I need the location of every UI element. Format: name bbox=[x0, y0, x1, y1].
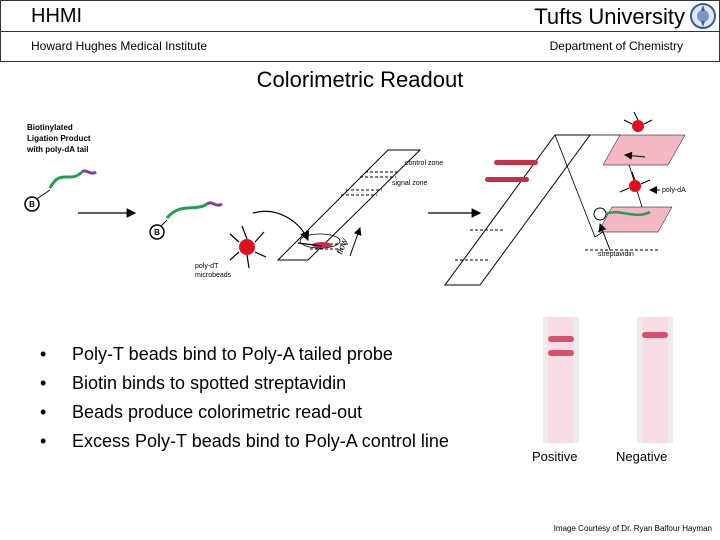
image-credit: Image Courtesy of Dr. Ryan Balfour Hayma… bbox=[553, 524, 712, 533]
label-beads-line2: microbeads bbox=[195, 272, 232, 279]
label-beads-line1: poly-dT bbox=[195, 263, 219, 270]
list-item: •Excess Poly-T beads bind to Poly-A cont… bbox=[40, 431, 449, 451]
bullet-list: •Poly-T beads bind to Poly-A tailed prob… bbox=[40, 340, 449, 456]
org-full-name: Howard Hughes Medical Institute bbox=[31, 39, 208, 53]
org-short-name: HHMI bbox=[31, 5, 83, 27]
biotin-probe-2: B bbox=[149, 201, 223, 240]
positive-label: Positive bbox=[532, 449, 578, 464]
biotin-letter: B bbox=[29, 200, 35, 209]
label-probe-line1: Biotinylated bbox=[27, 123, 73, 132]
negative-strip-photo bbox=[637, 317, 673, 443]
header-top-row: HHMI Tufts University bbox=[1, 1, 719, 32]
label-control-zone: control zone bbox=[405, 160, 443, 167]
negative-label: Negative bbox=[616, 449, 668, 464]
list-item: •Beads produce colorimetric read-out bbox=[40, 402, 363, 422]
colorimetric-diagram: Biotinylated Ligation Product with poly-… bbox=[24, 111, 686, 286]
slide-title: Colorimetric Readout bbox=[256, 67, 464, 92]
list-item: •Biotin binds to spotted streptavidin bbox=[40, 373, 347, 393]
label-signal-zone: signal zone bbox=[392, 180, 428, 187]
slide-header: HHMI Tufts University Howard Hughes Medi… bbox=[0, 0, 720, 62]
strip-photos bbox=[543, 317, 673, 443]
polydt-microbead bbox=[229, 225, 267, 269]
university-name: Tufts University bbox=[534, 4, 685, 29]
biotin-letter: B bbox=[154, 228, 160, 237]
tufts-seal-icon bbox=[690, 3, 716, 29]
label-probe-line3: with poly-dA tail bbox=[26, 145, 88, 154]
positive-strip-photo bbox=[543, 317, 579, 443]
label-flow: flow bbox=[334, 237, 349, 256]
test-strip bbox=[252, 149, 422, 261]
department-name: Department of Chemistry bbox=[549, 39, 683, 53]
label-polyda: poly-dA bbox=[662, 187, 686, 194]
header-bottom-row: Howard Hughes Medical Institute Departme… bbox=[1, 32, 719, 61]
label-streptavidin: streptavidin bbox=[598, 251, 634, 258]
detail-panel bbox=[585, 111, 686, 251]
label-probe-line2: Ligation Product bbox=[27, 134, 91, 143]
list-item: •Poly-T beads bind to Poly-A tailed prob… bbox=[40, 344, 393, 364]
biotin-probe-1: B bbox=[24, 169, 97, 212]
